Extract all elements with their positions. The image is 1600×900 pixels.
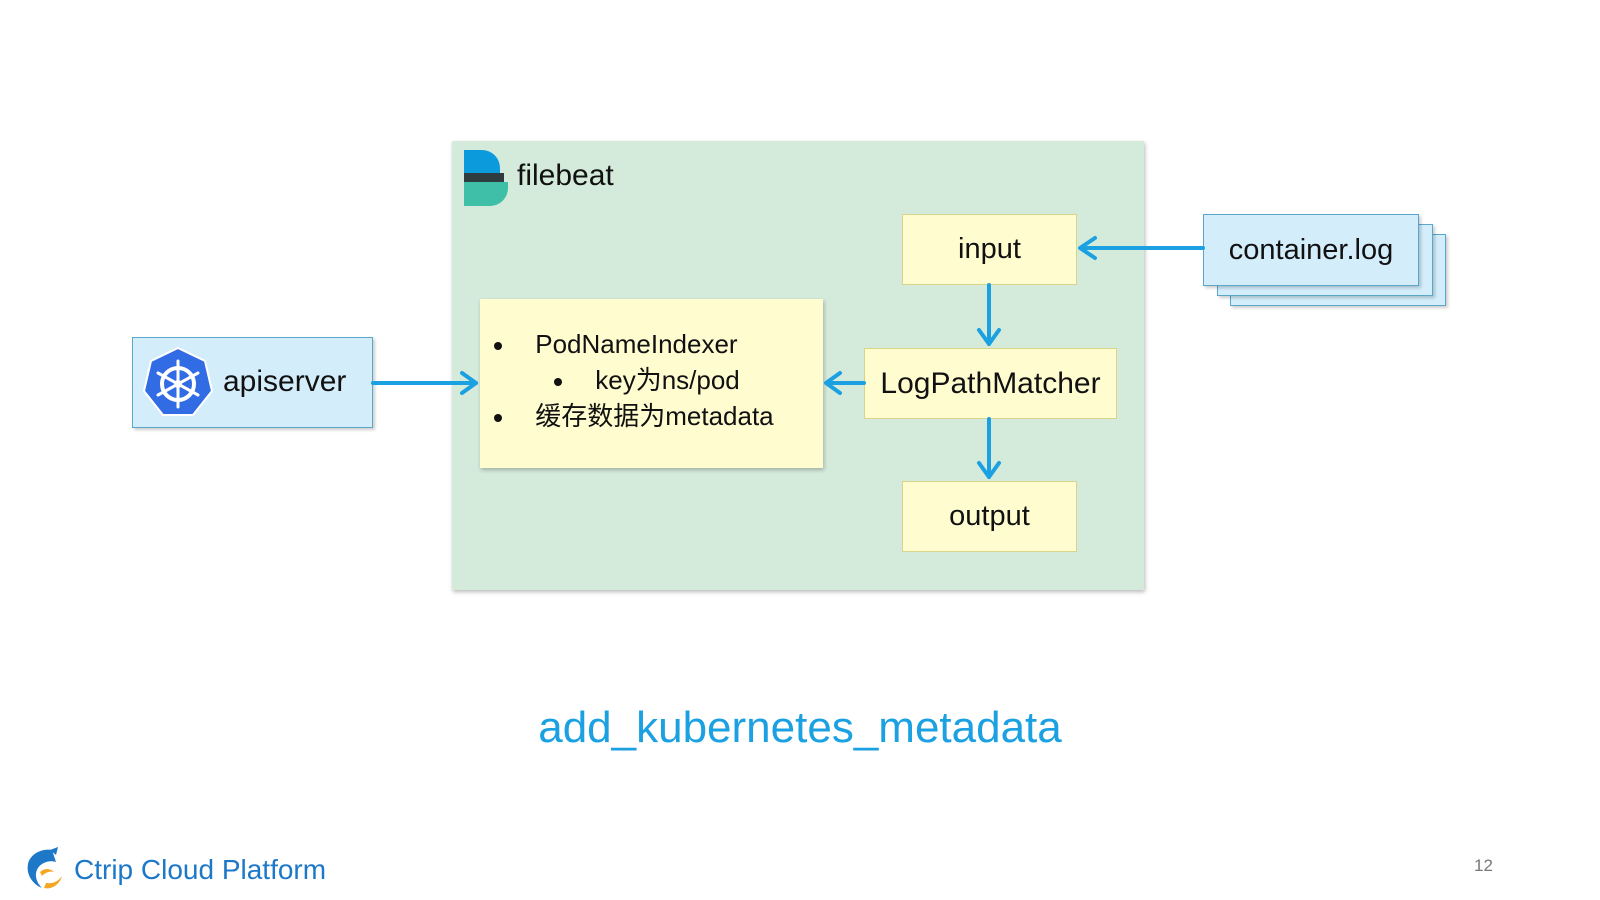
filebeat-logo-icon [464,150,508,206]
indexer-item-3: 缓存数据为metadata [494,399,774,433]
indexer-item-label: 缓存数据为metadata [535,401,774,431]
bullet [494,342,502,351]
slide-title: add_kubernetes_metadata [538,703,1062,752]
container-log-box: container.log [1203,214,1419,286]
filebeat-title: filebeat [517,159,614,192]
log-path-matcher-box: LogPathMatcher [864,348,1117,419]
indexer-item-1: PodNameIndexer [494,327,738,361]
pod-name-indexer-box: PodNameIndexer key为ns/pod 缓存数据为metadata [480,299,823,468]
brand-name: Ctrip Cloud Platform [74,854,327,885]
apiserver-label: apiserver [223,365,347,398]
indexer-item-label: PodNameIndexer [535,329,738,359]
indexer-item-2: key为ns/pod [554,363,740,397]
bullet [494,414,502,423]
page-number: 12 [1474,856,1493,875]
kubernetes-helm-icon [142,346,214,416]
log-path-matcher-label: LogPathMatcher [880,366,1101,400]
input-box: input [902,214,1077,285]
output-label: output [949,500,1030,532]
container-log-label: container.log [1228,233,1394,266]
indexer-item-label: key为ns/pod [595,365,740,395]
output-box: output [902,481,1077,552]
dolphin-logo-icon [27,847,62,889]
input-label: input [958,233,1021,265]
bullet [554,378,562,387]
